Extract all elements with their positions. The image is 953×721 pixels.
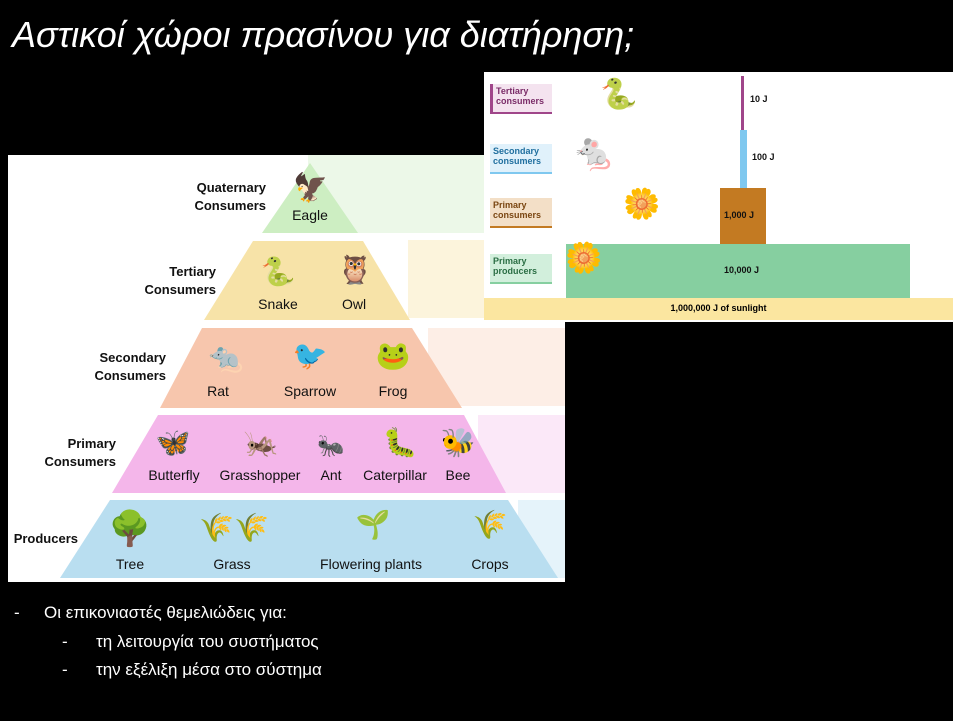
butterfly-icon: 🦋 <box>155 427 191 458</box>
tier-secondary <box>160 328 462 408</box>
grass-icon: 🌾🌾 <box>199 512 269 543</box>
organism-grasshopper: Grasshopper <box>219 467 301 483</box>
rat-icon: 🐀 <box>208 342 244 373</box>
snake-icon: 🐍 <box>600 78 638 111</box>
organism-frog: Frog <box>378 383 408 399</box>
energy-label-primary: Primary consumers <box>490 198 552 228</box>
frog-icon: 🐸 <box>375 340 411 371</box>
organism-crops: Crops <box>471 556 509 572</box>
bar-primary <box>720 188 766 244</box>
bar-producers <box>566 244 910 298</box>
mouse-icon: 🐁 <box>571 131 617 172</box>
flower-grasshopper-icon: 🌼 <box>623 188 661 221</box>
organism-owl: Owl <box>341 296 367 312</box>
level-label-tertiary: Tertiary Consumers <box>144 264 216 297</box>
energy-label-tertiary: Tertiary consumers <box>490 84 552 114</box>
grasshopper-icon: 🦗 <box>243 427 279 458</box>
tier-primary <box>112 415 506 493</box>
sunlight-bar: 1,000,000 J of sunlight <box>484 298 953 320</box>
level-label-primary: Primary Consumers <box>44 436 116 469</box>
bullet-dash: - <box>14 603 20 622</box>
organism-rat: Rat <box>207 383 229 399</box>
organism-bee: Bee <box>445 467 471 483</box>
pyramid-shapes <box>60 163 558 578</box>
tier-quaternary <box>262 163 358 233</box>
tier-tertiary <box>204 241 410 320</box>
caterpillar-icon: 🐛 <box>382 427 418 458</box>
flowering-plant-icon: 🌱 <box>355 509 391 540</box>
energy-value-tertiary: 10 J <box>750 94 768 104</box>
eagle-icon: 🦅 <box>293 172 328 203</box>
bar-tertiary <box>741 76 744 130</box>
organism-snake: Snake <box>258 296 298 312</box>
energy-pyramid: Tertiary consumers Secondary consumers P… <box>484 72 953 322</box>
owl-icon: 🦉 <box>337 254 373 285</box>
energy-label-secondary: Secondary consumers <box>490 144 552 174</box>
tier-producers <box>60 500 558 578</box>
bullet-main: Οι επικονιαστές θεμελιώδεις για: <box>44 603 287 622</box>
slide-title: Αστικοί χώροι πρασίνου για διατήρηση; <box>12 14 635 55</box>
organism-eagle: Eagle <box>292 207 328 223</box>
tree-icon: 🌳 <box>108 510 152 548</box>
level-label-producers: Producers <box>13 531 78 546</box>
trophic-pyramid: Quaternary Consumers Tertiary Consumers … <box>8 155 565 582</box>
level-label-quaternary: Quaternary Consumers <box>194 180 266 213</box>
flower-icon: 🌼 <box>565 242 603 275</box>
energy-label-producers: Primary producers <box>490 254 552 284</box>
bullet-sub-1: τη λειτουργία του συστήματος <box>96 632 319 651</box>
organism-caterpillar: Caterpillar <box>363 467 427 483</box>
bee-icon: 🐝 <box>440 427 476 458</box>
organism-tree: Tree <box>115 556 145 572</box>
bar-secondary <box>740 130 747 188</box>
organism-flowering-plants: Flowering plants <box>320 556 422 572</box>
bullet-sub-2: την εξέλιξη μέσα στο σύστημα <box>96 660 322 679</box>
level-label-secondary: Secondary Consumers <box>94 350 166 383</box>
bullet-dash: - <box>62 660 68 679</box>
snake-icon: 🐍 <box>260 256 296 287</box>
sunlight-label: 1,000,000 J of sunlight <box>670 303 767 313</box>
energy-value-producers: 10,000 J <box>724 265 760 275</box>
organism-butterfly: Butterfly <box>148 467 200 483</box>
ant-icon: 🐜 <box>317 433 345 458</box>
crops-icon: 🌾 <box>472 509 508 540</box>
sparrow-icon: 🐦 <box>292 340 328 371</box>
organism-sparrow: Sparrow <box>283 383 337 399</box>
energy-value-secondary: 100 J <box>752 152 775 162</box>
organism-grass: Grass <box>213 556 251 572</box>
organism-ant: Ant <box>320 467 342 483</box>
energy-value-primary: 1,000 J <box>724 210 755 220</box>
bullet-dash: - <box>62 632 68 651</box>
